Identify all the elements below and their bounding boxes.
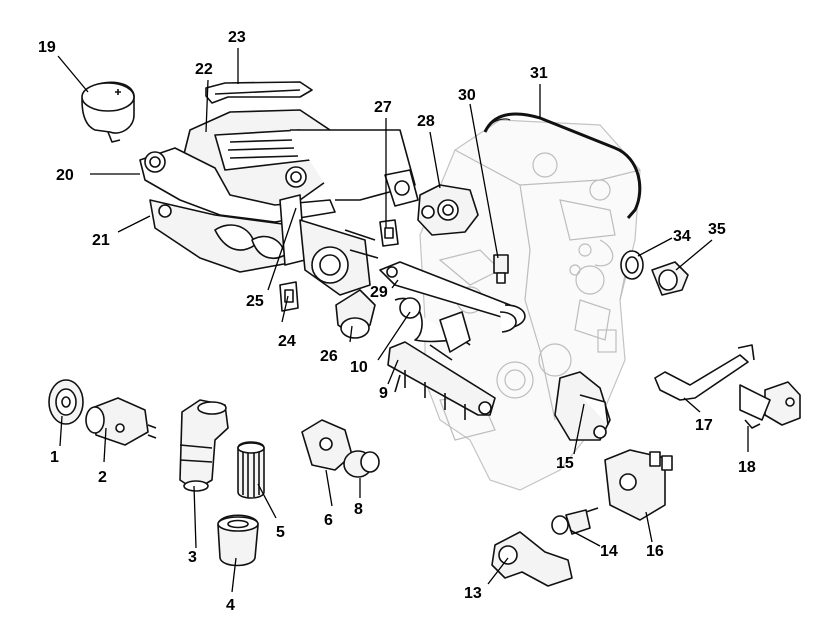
callout-5: 5 [276, 524, 285, 541]
callout-24: 24 [278, 333, 296, 350]
callout-17: 17 [695, 417, 713, 434]
part-30-sensor [493, 254, 509, 284]
callout-19: 19 [38, 39, 56, 56]
callout-27: 27 [374, 99, 392, 116]
part-31-hose [483, 112, 642, 219]
callout-2: 2 [98, 469, 107, 486]
callout-23: 23 [228, 29, 246, 46]
callout-26: 26 [320, 348, 338, 365]
callout-30: 30 [458, 87, 476, 104]
callout-9: 9 [379, 385, 388, 402]
callout-22: 22 [195, 61, 213, 78]
part-15-water-pump [554, 371, 611, 441]
callout-4: 4 [226, 597, 235, 614]
part-5-filter-element [237, 441, 265, 499]
part-24-gasket [279, 281, 299, 312]
part-9-injector-rail [387, 341, 496, 420]
part-14-fitting [551, 507, 599, 535]
part-19-vacuum-reservoir [81, 81, 135, 143]
callout-18: 18 [738, 459, 756, 476]
part-21-intake-manifold [149, 129, 416, 273]
engine-block [419, 119, 641, 491]
callout-34: 34 [673, 228, 691, 245]
part-3-fuel-filter [179, 399, 229, 492]
part-10-fuel-line [394, 297, 471, 361]
callout-10: 10 [350, 359, 368, 376]
part-18-thermostat-housing [739, 381, 801, 429]
part-26-housing [335, 289, 376, 339]
callout-16: 16 [646, 543, 664, 560]
part-8-cap [343, 450, 380, 478]
part-4-filter-base [217, 514, 259, 567]
callout-20: 20 [56, 167, 74, 184]
callout-28: 28 [417, 113, 435, 130]
part-28-egr-valve [417, 184, 479, 236]
callout-31: 31 [530, 65, 548, 82]
part-2-vacuum-pump [85, 397, 157, 446]
part-13-coolant-elbow [491, 531, 573, 587]
callout-35: 35 [708, 221, 726, 238]
callouts: 19 23 22 20 21 27 28 30 31 34 35 25 24 2… [38, 29, 756, 614]
callout-8: 8 [354, 501, 363, 518]
part-23-gasket [205, 81, 313, 104]
callout-29: 29 [370, 284, 388, 301]
part-1-pulley [48, 379, 84, 425]
part-34-seal [620, 250, 644, 280]
part-27-manifold-gasket [379, 169, 419, 247]
part-29-fuel-rail [379, 261, 526, 333]
callout-21: 21 [92, 232, 110, 249]
callout-13: 13 [464, 585, 482, 602]
part-17-coolant-pipe [654, 344, 755, 401]
callout-6: 6 [324, 512, 333, 529]
callout-15: 15 [556, 455, 574, 472]
callout-1: 1 [50, 449, 59, 466]
part-20-cover-gasket [139, 147, 336, 223]
callout-14: 14 [600, 543, 618, 560]
callout-3: 3 [188, 549, 197, 566]
leader-lines [57, 48, 749, 593]
callout-25: 25 [246, 293, 264, 310]
part-16-outlet-housing [604, 449, 673, 521]
part-35-cover [651, 261, 689, 296]
